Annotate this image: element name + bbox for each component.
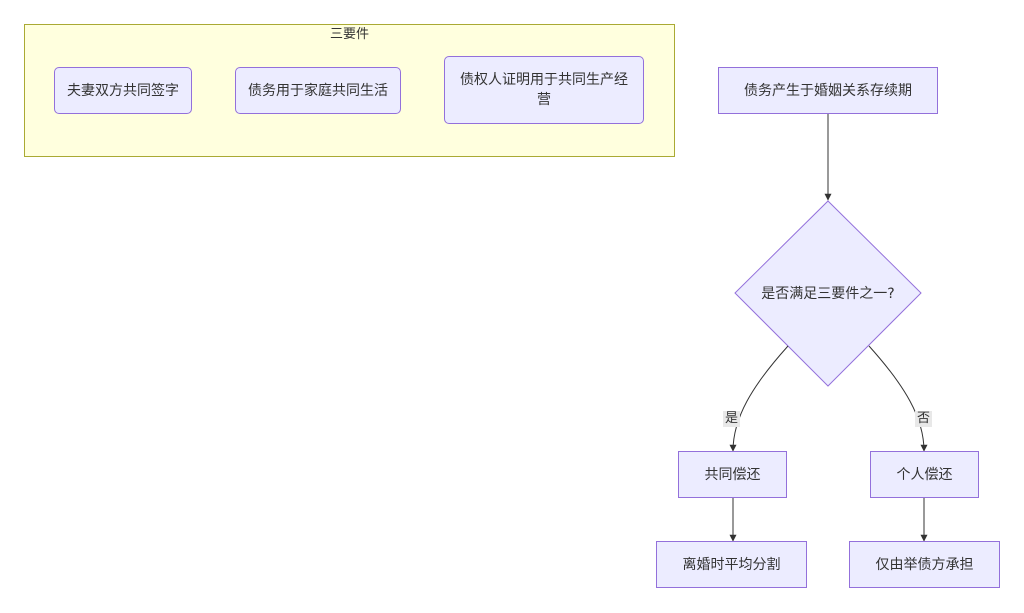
node-personal-repayment[interactable]: 个人偿还 <box>870 451 979 498</box>
node-debt-for-family-life[interactable]: 债务用于家庭共同生活 <box>235 67 401 114</box>
node-both-spouses-sign[interactable]: 夫妻双方共同签字 <box>54 67 192 114</box>
decision-diamond[interactable] <box>734 200 922 387</box>
decision-label: 是否满足三要件之一? <box>761 286 895 302</box>
node-split-equally-on-divorce[interactable]: 离婚时平均分割 <box>656 541 807 588</box>
cluster-title: 三要件 <box>329 27 369 42</box>
node-debt-during-marriage[interactable]: 债务产生于婚姻关系存续期 <box>718 67 938 114</box>
edge-label-no: 否 <box>915 411 933 427</box>
edge-label-yes: 是 <box>723 411 741 427</box>
edge-decision-to-personal <box>868 345 928 452</box>
edge-decision-to-joint <box>729 345 789 452</box>
node-borne-by-borrower[interactable]: 仅由举债方承担 <box>849 541 1000 588</box>
node-creditor-proves-joint-business[interactable]: 债权人证明用于共同生产经营 <box>444 56 644 124</box>
node-joint-repayment[interactable]: 共同偿还 <box>678 451 787 498</box>
